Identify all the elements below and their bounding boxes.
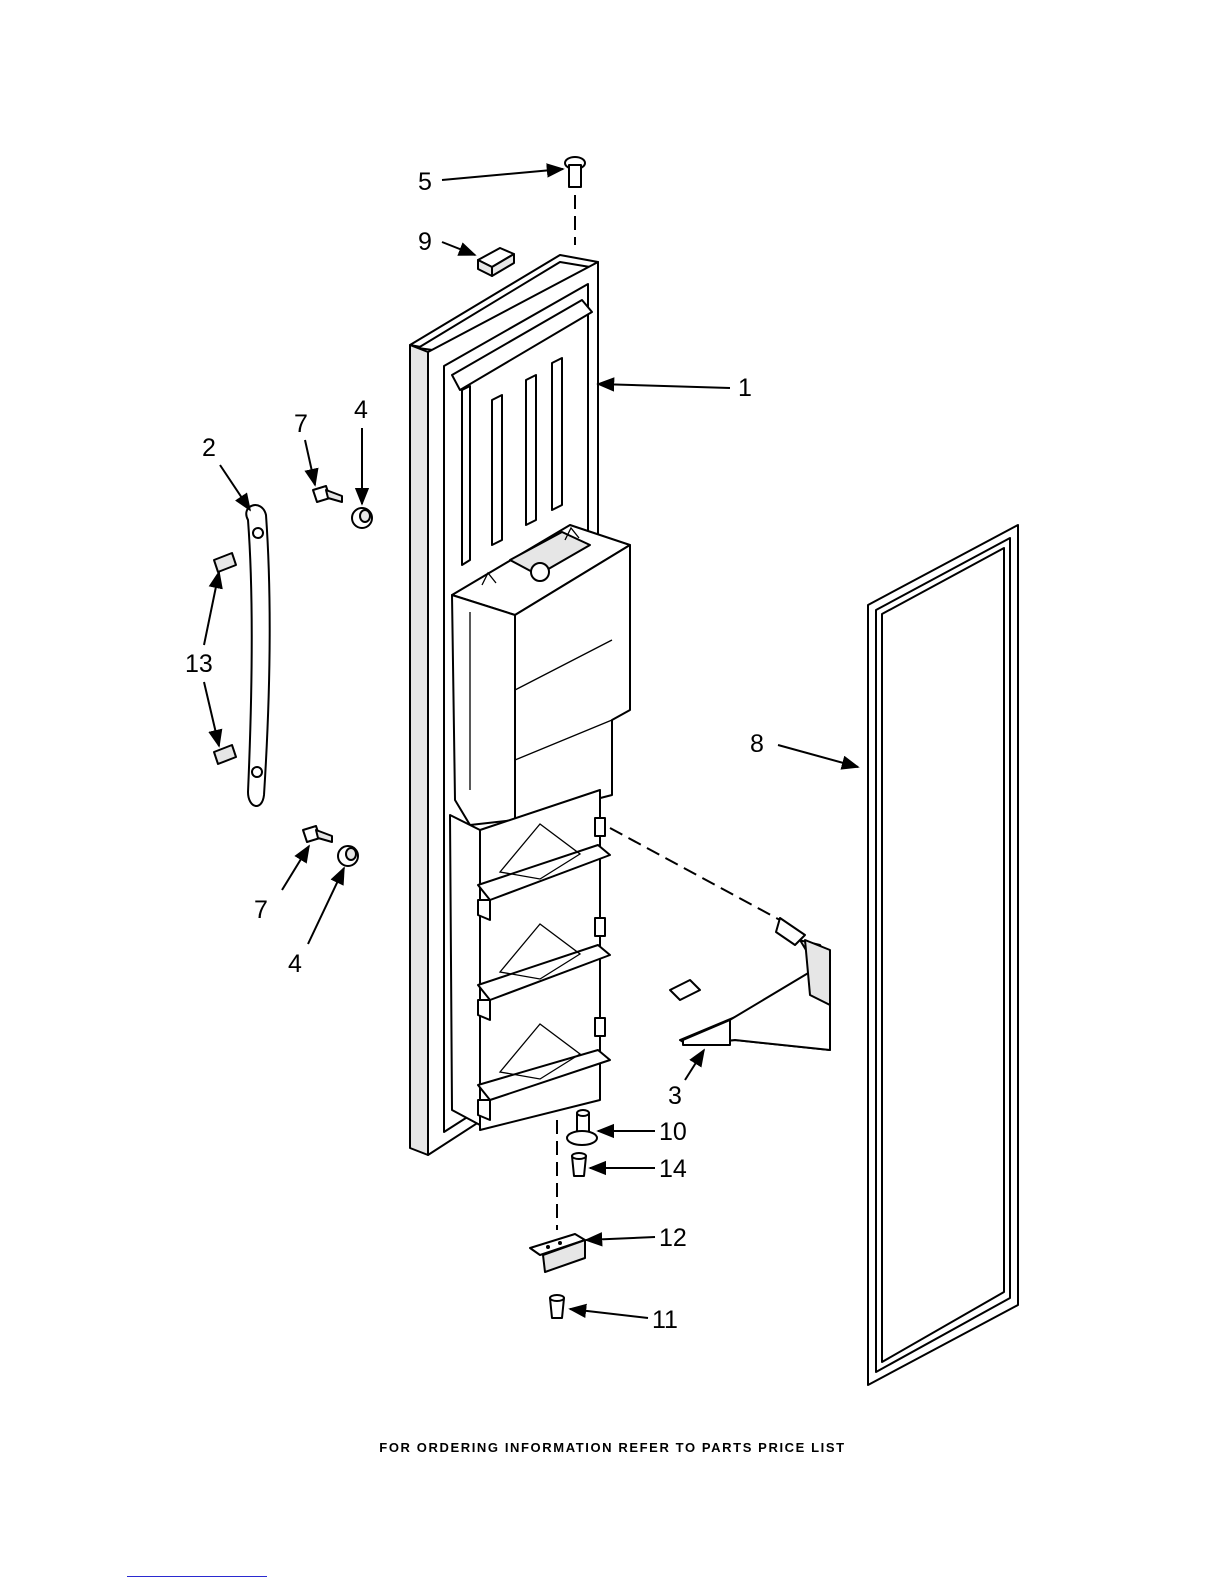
ordering-info-note: FOR ORDERING INFORMATION REFER TO PARTS …: [0, 1440, 1225, 1455]
top-hinge-bushing: [565, 157, 585, 187]
handle-mount-screw-lower: [303, 826, 332, 842]
callout-4-lower: 4: [288, 950, 302, 978]
callout-3: 3: [668, 1082, 682, 1110]
callout-10: 10: [659, 1118, 687, 1146]
callout-7-upper: 7: [294, 410, 308, 438]
hinge-bracket-bolt: [550, 1295, 564, 1318]
handle-set-screw-upper: [214, 553, 236, 572]
door-top-cap: [478, 248, 514, 276]
bottom-hinge-pin: [567, 1110, 597, 1145]
bin-guide-line: [610, 828, 780, 920]
callout-9: 9: [418, 228, 432, 256]
callout-11: 11: [652, 1306, 678, 1334]
callout-14: 14: [659, 1155, 687, 1183]
callout-8: 8: [750, 730, 764, 758]
bottom-hinge-bracket: [530, 1234, 585, 1272]
door-assembly: [410, 255, 630, 1155]
handle-set-screw-lower: [214, 745, 236, 764]
callout-12: 12: [659, 1224, 687, 1252]
callout-13: 13: [185, 650, 213, 678]
callout-2: 2: [202, 434, 216, 462]
callout-5: 5: [418, 168, 432, 196]
hinge-pin-screw: [572, 1153, 586, 1176]
bottom-link-underline[interactable]: [127, 1576, 267, 1577]
handle-spacer-upper: [352, 508, 372, 528]
callout-7-lower: 7: [254, 896, 268, 924]
handle-spacer-lower: [338, 846, 358, 866]
door-bin: [670, 918, 830, 1050]
door-gasket: [868, 525, 1018, 1385]
callout-4-upper: 4: [354, 396, 368, 424]
handle-mount-screw-upper: [313, 486, 342, 502]
callout-1: 1: [738, 374, 752, 402]
door-handle: [246, 505, 269, 806]
